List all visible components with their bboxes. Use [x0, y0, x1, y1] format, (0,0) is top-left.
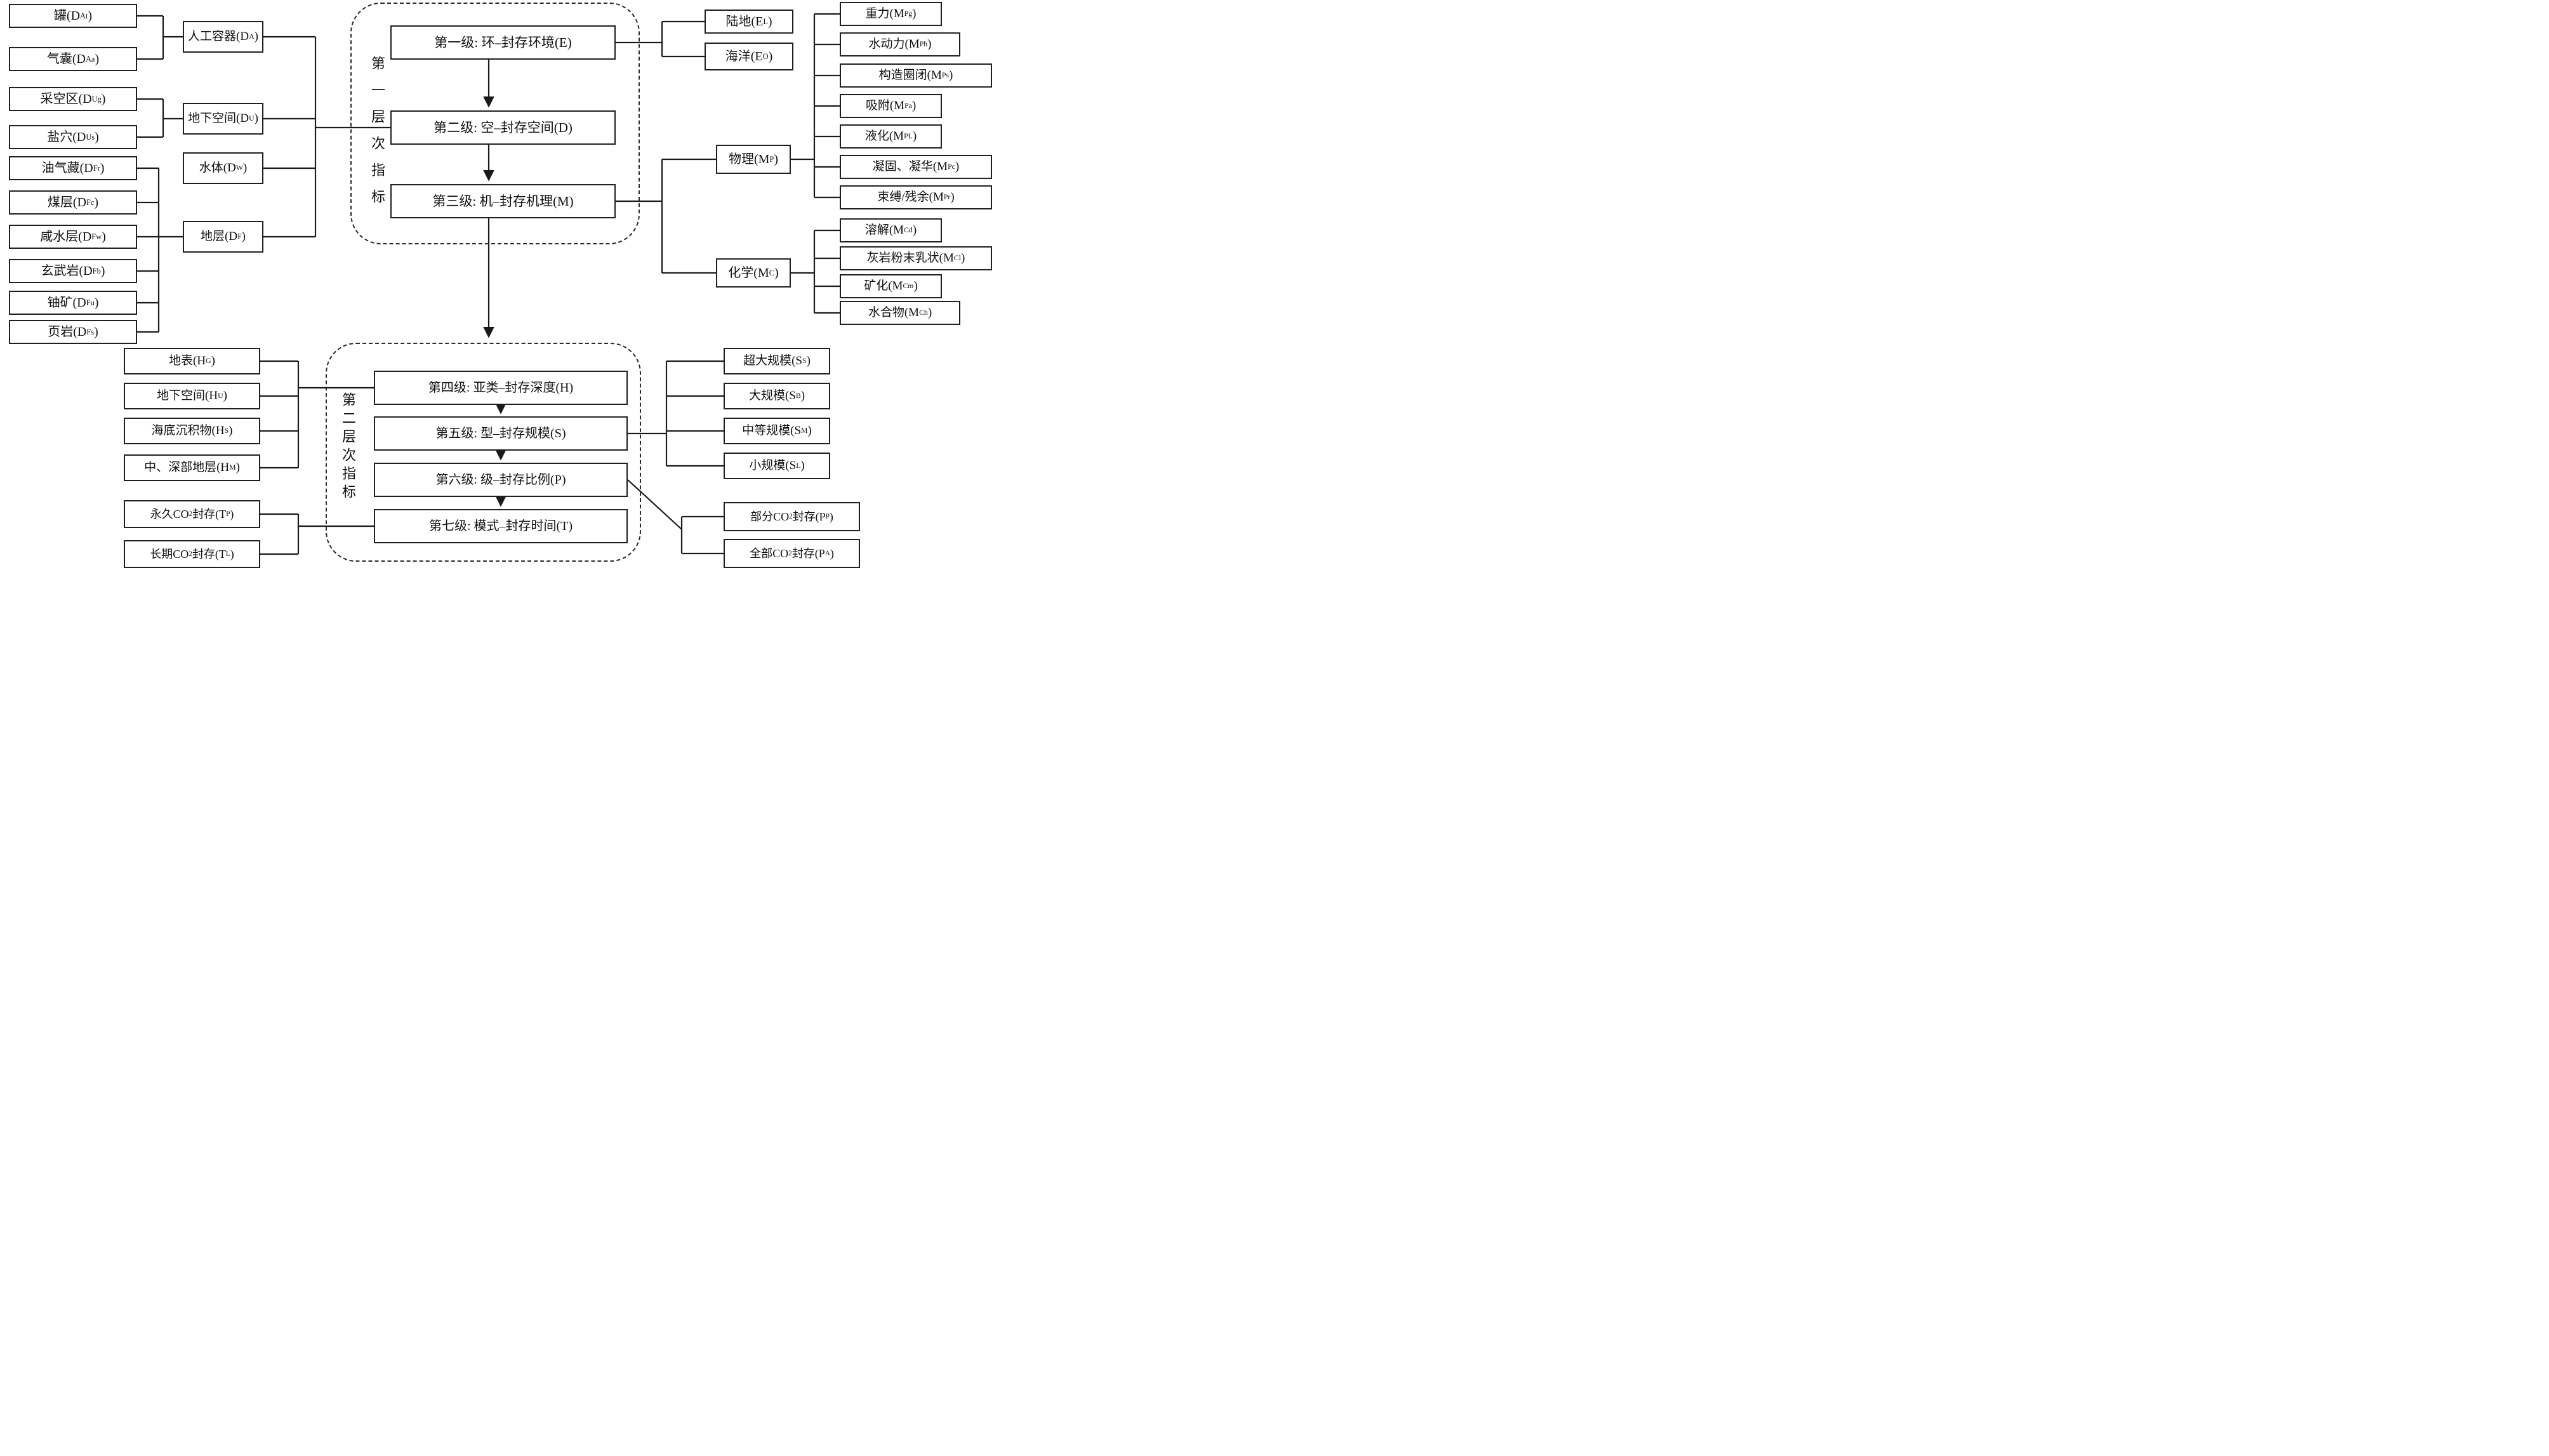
- bracket-level2: [263, 36, 390, 238]
- bracket-artificial-container: [137, 15, 183, 60]
- node-level6-proportion: 第六级: 级–封存比例(P): [374, 463, 628, 497]
- node-level7-time: 第七级: 模式–封存时间(T): [374, 509, 628, 543]
- node-level4-depth: 第四级: 亚类–封存深度(H): [374, 371, 628, 405]
- tier1-dashed-container: [350, 3, 640, 244]
- node-level5-scale: 第五级: 型–封存规模(S): [374, 416, 628, 451]
- bracket-formation: [137, 167, 183, 333]
- bracket-chemical-leaves: [791, 229, 840, 314]
- tier2-vertical-label: 第二层次指标: [340, 392, 356, 503]
- connector-lines: [137, 13, 840, 555]
- tier2-dashed-container: [326, 343, 641, 562]
- bracket-proportion: [627, 479, 724, 555]
- bracket-physical-leaves: [791, 13, 840, 199]
- bracket-environment: [616, 20, 705, 58]
- tier1-vertical-label: 第一层次指标: [369, 56, 385, 216]
- node-level2-space: 第二级: 空–封存空间(D): [390, 110, 616, 145]
- bracket-underground-space: [137, 98, 183, 138]
- node-level1-environment: 第一级: 环–封存环境(E): [390, 25, 616, 60]
- bracket-depth: [260, 360, 374, 469]
- node-level3-mechanism: 第三级: 机–封存机理(M): [390, 184, 616, 218]
- bracket-time: [260, 513, 374, 555]
- bracket-scale: [628, 360, 724, 467]
